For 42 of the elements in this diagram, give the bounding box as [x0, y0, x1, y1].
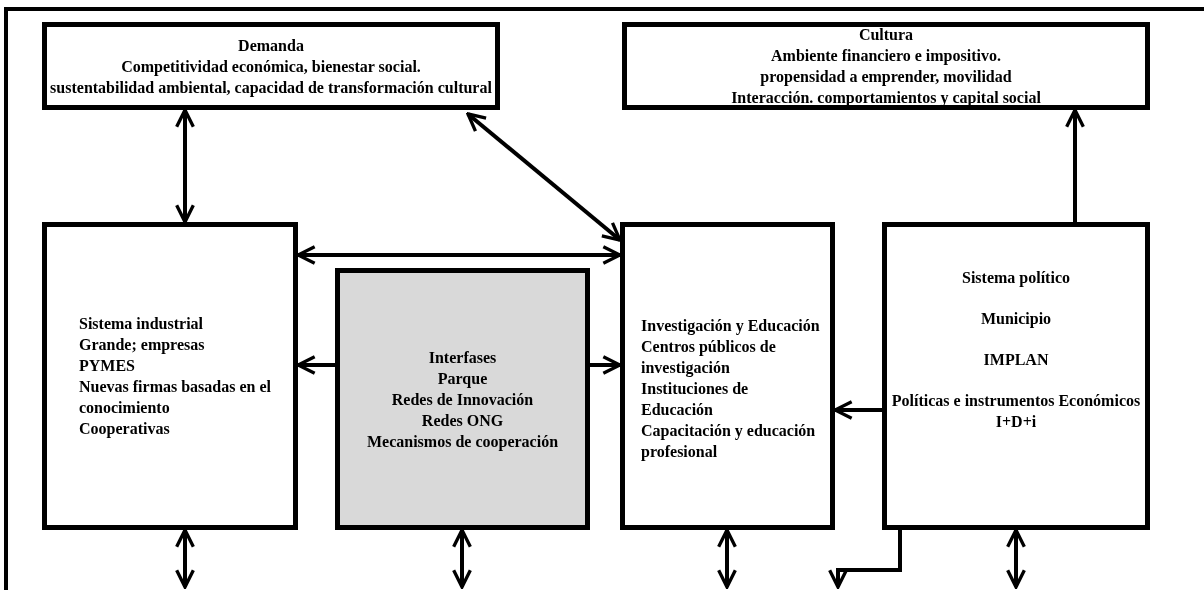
box-text: Cooperativas [79, 419, 170, 439]
box-text: Capacitación y educación profesional [641, 420, 817, 462]
process-box [42, 222, 298, 530]
double-arrow [1006, 528, 1026, 589]
double-arrow [175, 108, 195, 224]
box-heading: Sistema político [962, 268, 1070, 288]
double-arrow [175, 528, 195, 589]
box-text: PYMES [79, 356, 135, 376]
arrow [833, 400, 882, 420]
box-text: Parque [437, 368, 488, 389]
box-text: Grande; empresas [79, 335, 205, 355]
box-heading: Cultura [858, 25, 914, 45]
box-text: Redes ONG [421, 410, 504, 431]
process-box [42, 22, 500, 110]
box-text: Instituciones de Educación [641, 378, 750, 420]
box-text: propensidad a emprender, movilidad [760, 67, 1012, 87]
double-arrow [296, 245, 622, 265]
arrow [828, 530, 902, 589]
process-box [882, 222, 1150, 530]
box-text: Centros públicos de investigación [641, 336, 777, 378]
box-text: Mecanismos de cooperación [366, 431, 559, 452]
box-text: Competitividad económica, bienestar social. [121, 56, 421, 77]
double-arrow [452, 528, 472, 589]
arrow [296, 355, 335, 375]
box-text: Ambiente financiero e impositivo. [771, 46, 1001, 66]
box-text: Políticas e instrumentos Económicos I+D+i [890, 391, 1142, 432]
shaded-box [335, 268, 590, 530]
box-heading: Demanda [238, 35, 304, 56]
box-text: Nuevas firmas basadas en el conocimiento [79, 377, 272, 418]
process-box [622, 22, 1150, 110]
double-arrow [466, 112, 622, 242]
arrow [1065, 108, 1085, 222]
box-heading: Sistema industrial [79, 314, 203, 334]
box-text: sustentabilidad ambiental, capacidad de transformación cultural [50, 77, 492, 98]
box-heading: Interfases [428, 347, 497, 368]
box-text: IMPLAN [983, 350, 1049, 370]
box-heading: Investigación y Educación [641, 315, 820, 336]
box-text: Municipio [980, 309, 1052, 329]
process-box [620, 222, 835, 530]
double-arrow [717, 528, 737, 589]
arrow [590, 355, 622, 375]
box-text: Redes de Innovación [391, 389, 534, 410]
